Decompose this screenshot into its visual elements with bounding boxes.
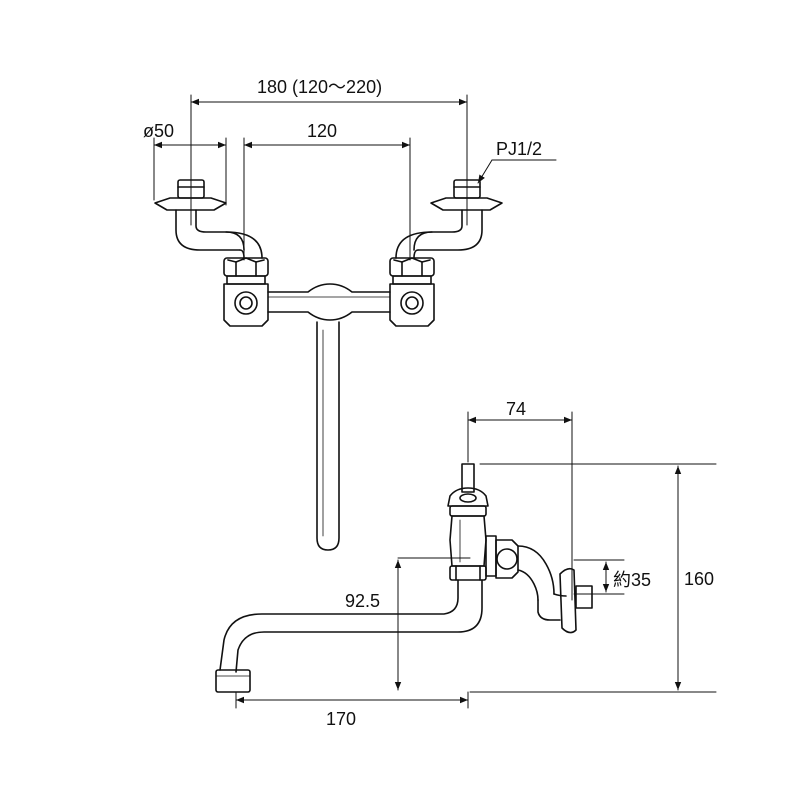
label-spout-reach: 170 [326, 709, 357, 729]
right-inlet [395, 179, 503, 259]
thread-leader [477, 159, 557, 184]
label-offset-depth: 74 [506, 399, 527, 419]
dim-spout-reach [235, 691, 469, 709]
label-total-height: 160 [684, 569, 715, 589]
body-crossbar [267, 283, 391, 321]
label-overall-width: 180 (120～220) [257, 77, 383, 97]
dim-overall-width [190, 94, 468, 226]
wall-flange [559, 567, 593, 634]
label-flange-diameter: ø50 [143, 121, 175, 141]
label-pipe-thread: PJ1/2 [496, 139, 543, 159]
label-flange-offset: 約35 [613, 570, 652, 590]
dim-spout-height [394, 557, 471, 691]
side-union [485, 535, 567, 621]
spout-top [316, 321, 340, 551]
left-union [223, 257, 269, 327]
valve-stem [461, 463, 475, 493]
valve-body [449, 515, 487, 581]
label-spout-height: 92.5 [345, 591, 381, 611]
dim-center-spacing [243, 137, 411, 261]
left-inlet [154, 179, 263, 259]
label-center-spacing: 120 [307, 121, 338, 141]
spout-side [215, 579, 483, 693]
right-union [389, 257, 435, 327]
dim-total-height [469, 463, 717, 693]
dim-flange-diameter [153, 137, 227, 206]
